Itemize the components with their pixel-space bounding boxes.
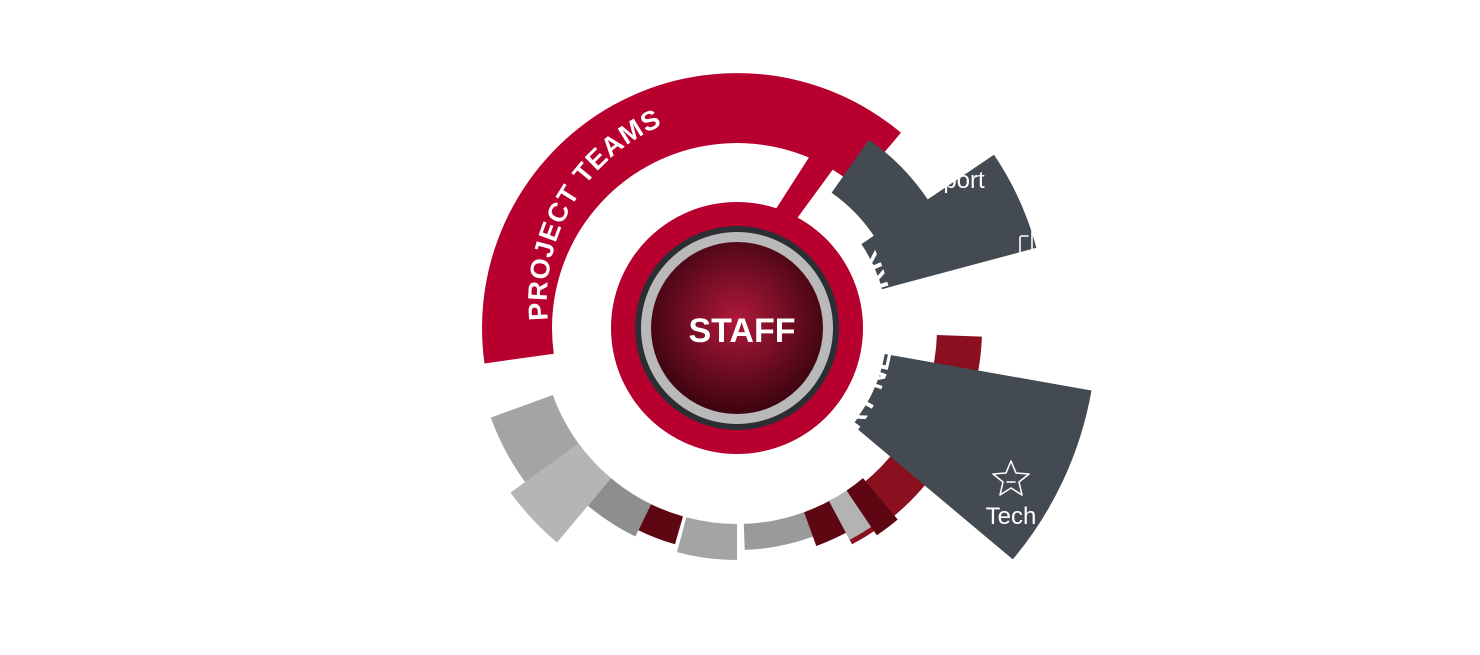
sector-sport[interactable]: Sport xyxy=(927,128,985,194)
star-icon xyxy=(992,460,1030,496)
sector-tech[interactable]: Tech xyxy=(986,460,1037,530)
project-teams-arc[interactable] xyxy=(482,73,901,364)
sector-label-media: Media xyxy=(1010,268,1076,295)
fan-segment-maroon-3 xyxy=(846,478,898,536)
staff-core[interactable]: STAFF xyxy=(611,202,863,454)
chat-bubbles-icon xyxy=(1019,225,1069,265)
fan-segment-gray-6 xyxy=(829,490,872,540)
fan-segment-maroon-1 xyxy=(638,504,683,545)
sector-label-tech: Tech xyxy=(986,503,1037,530)
sector-tech-shape[interactable] xyxy=(851,354,1092,560)
sector-label-sport: Sport xyxy=(927,167,985,194)
fan-segment-gray-2 xyxy=(510,443,611,543)
staff-center-circle[interactable] xyxy=(651,242,823,414)
project-teams-ring[interactable] xyxy=(482,73,901,364)
project-teams-hook xyxy=(765,116,872,228)
fan-segment-gray-5 xyxy=(743,512,813,550)
fan-segment-gray-4 xyxy=(677,517,737,560)
fan-segment-gray-3 xyxy=(587,478,652,537)
sector-media-shape[interactable] xyxy=(861,154,1037,290)
bottom-fan-segments xyxy=(490,395,898,560)
staff-label: STAFF xyxy=(688,312,795,350)
sector-media[interactable]: Media xyxy=(1010,225,1076,295)
runner-icon xyxy=(946,128,973,166)
expert-network-ring[interactable] xyxy=(737,132,1092,560)
